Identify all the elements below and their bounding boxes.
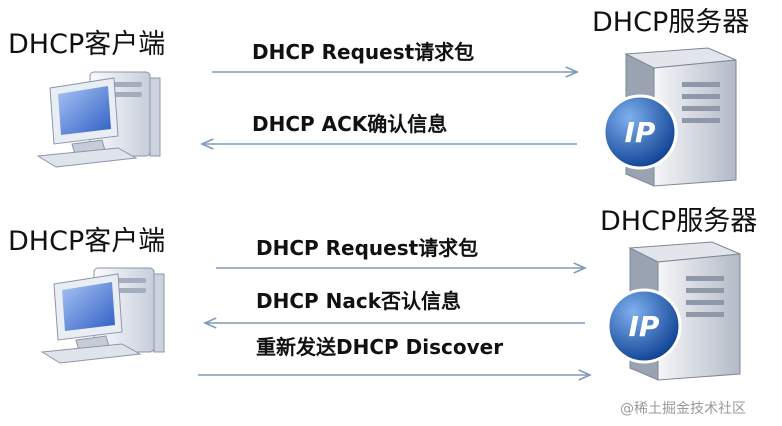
client-label-ack: DHCP客户端 [8, 29, 166, 60]
client-computer-icon [36, 71, 161, 168]
ip-badge-label: IP [624, 116, 656, 149]
watermark: @稀土掘金技术社区 [620, 401, 746, 417]
client-label-nack: DHCP客户端 [8, 226, 166, 257]
server-label-ack: DHCP服务器 [592, 7, 750, 38]
ack-message: DHCP ACK确认信息 [252, 112, 448, 136]
server-label-nack: DHCP服务器 [600, 206, 758, 237]
request-message-nack: DHCP Request请求包 [256, 236, 479, 260]
request-message-ack: DHCP Request请求包 [252, 40, 475, 64]
server-icon: IP [596, 44, 746, 190]
nack-message: DHCP Nack否认信息 [256, 289, 462, 313]
ip-badge-label: IP [628, 310, 660, 343]
server-icon: IP [600, 238, 750, 384]
client-computer-icon [40, 267, 165, 364]
rediscover-message: 重新发送DHCP Discover [256, 335, 504, 359]
